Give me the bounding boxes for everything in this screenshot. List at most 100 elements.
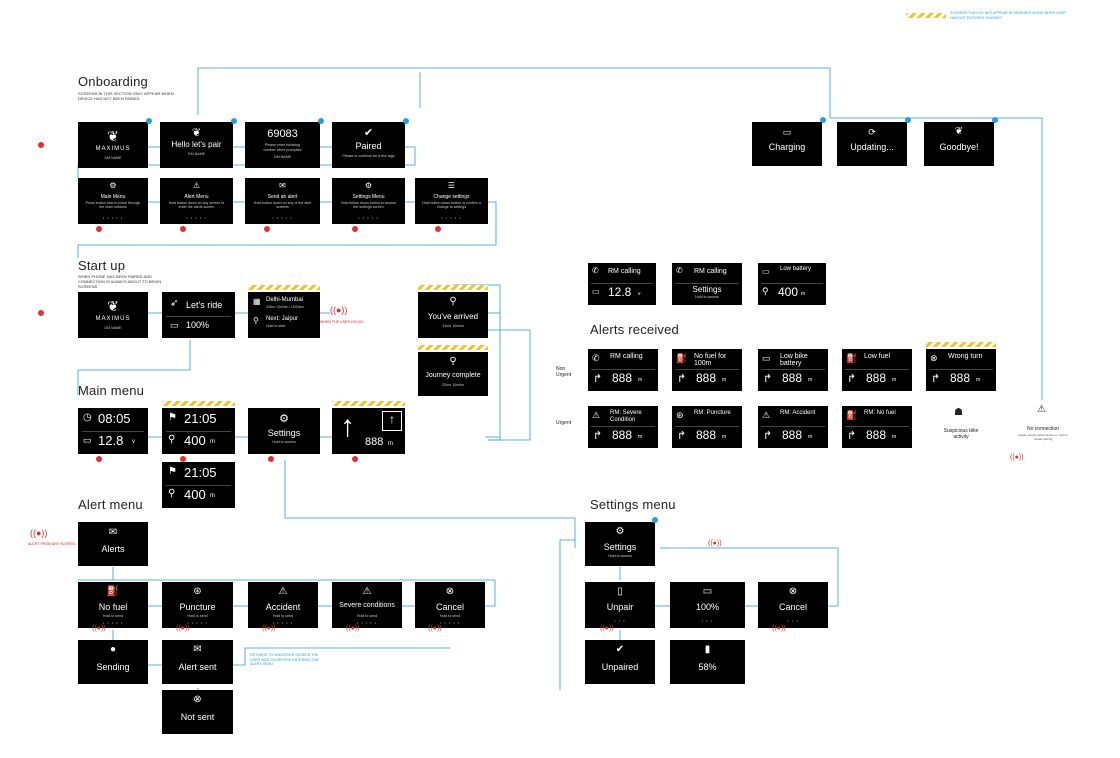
pin-icon: ⚲ bbox=[168, 434, 176, 445]
screen-alerts[interactable]: ✉ Alerts bbox=[78, 522, 148, 566]
alert-item-cancel[interactable]: ⊗ Cancel Hold to send • • • • • bbox=[415, 582, 485, 628]
pager-dots: • • • • • bbox=[272, 620, 294, 625]
screen-arrived[interactable]: ⚲ You've arrived 31hrs 10mins bbox=[418, 292, 488, 338]
alert-dist: 888 bbox=[950, 371, 971, 385]
screen-call-settings[interactable]: ✆ RM calling Settings Hold to access bbox=[672, 263, 742, 305]
alert-item-no-fuel[interactable]: ⛽ No fuel Hold to send • • • • • bbox=[78, 582, 148, 628]
screen-tutorial-settings[interactable]: ⚙ Settings Menu Hold button down button … bbox=[332, 178, 405, 224]
dist-unit: m bbox=[801, 291, 806, 297]
screen-nav[interactable]: ⚑ 21:05 ⚲ 400 m bbox=[162, 408, 235, 454]
voltage-unit: v bbox=[638, 291, 641, 297]
logo-icon: ❦ bbox=[191, 127, 202, 139]
screen-turn[interactable]: ↑ ↑ 888 m bbox=[332, 408, 405, 454]
alert-pulse-icon: ((●)) bbox=[262, 625, 276, 632]
screen-call-voltage[interactable]: ✆ RM calling ▭ 12.8 v bbox=[588, 263, 656, 305]
screen-not-sent[interactable]: ⊗ Not sent bbox=[162, 690, 233, 734]
divider bbox=[845, 426, 909, 427]
tutorial-title: Settings Menu bbox=[352, 194, 385, 200]
screen-goodbye[interactable]: ❦ Goodbye! bbox=[924, 122, 994, 166]
turn-unit: m bbox=[388, 441, 393, 447]
screen-sending[interactable]: ● Sending bbox=[78, 640, 148, 684]
pager-dots: • • • • • bbox=[186, 215, 207, 220]
goodbye-label: Goodbye! bbox=[939, 142, 979, 152]
screen-startup-logo[interactable]: ❦ MAXIMUS DM NAME bbox=[78, 292, 148, 338]
screen-low-battery[interactable]: ▭ Low battery ⚲ 400 m bbox=[758, 263, 826, 305]
settings-item-unpair[interactable]: ▯ Unpair • • • bbox=[585, 582, 655, 628]
close-icon: ⊗ bbox=[788, 586, 798, 597]
not-ordered-stripe bbox=[332, 401, 405, 406]
screen-tutorial-main[interactable]: ⚙ Main Menu Press button now to move thr… bbox=[78, 178, 148, 224]
user-action-dot bbox=[268, 456, 274, 462]
arrow-up-icon: ↑ bbox=[340, 410, 355, 443]
alerts-label: Alerts bbox=[101, 544, 125, 554]
screen-route[interactable]: ▦ Delhi-Mumbai 32hrs 10mins • 1533km ⚲ N… bbox=[248, 292, 320, 338]
screen-logo[interactable]: ❦ MAXIMUS DM NAME bbox=[78, 122, 148, 168]
alert-type-icon: ✆ bbox=[592, 353, 600, 363]
alert-dist: 888 bbox=[782, 428, 803, 442]
divider bbox=[929, 369, 993, 370]
screen-nav-alt[interactable]: ⚑ 21:05 ⚲ 400 m bbox=[162, 462, 235, 508]
screen-tutorial-alert[interactable]: ⚠ Alert Menu Hold button down on any scr… bbox=[160, 178, 233, 224]
pager-dots: • • • bbox=[787, 618, 799, 623]
alert-pulse-icon: ((●)) bbox=[428, 625, 442, 632]
screen-code[interactable]: 69083 Please enter following number when… bbox=[245, 122, 320, 168]
screen-settings-entry[interactable]: ⚙ Settings Hold to access bbox=[248, 408, 320, 454]
settings-sub: Hold to access bbox=[608, 554, 632, 558]
not-sent-label: Not sent bbox=[180, 712, 215, 722]
alert-dist: 888 bbox=[612, 371, 633, 385]
divider bbox=[675, 283, 739, 284]
step-dot bbox=[146, 118, 152, 124]
step-dot bbox=[652, 517, 658, 523]
legend-text: SCREENS THAT DO NOT APPEAR IN ORDERED MO… bbox=[950, 11, 1066, 20]
settings-item-battery[interactable]: ▭ 100% • • • bbox=[670, 582, 745, 628]
alert-icon: ⚠ bbox=[192, 181, 201, 190]
pair-title: Hello let's pair bbox=[171, 140, 222, 149]
screen-settings[interactable]: ⚙ Settings Hold to access bbox=[585, 522, 655, 566]
pager-dots: • • • • • bbox=[441, 215, 462, 220]
screen-clock[interactable]: ◷ 08:05 ▭ 12.8 v bbox=[78, 408, 148, 454]
screen-charging[interactable]: ▭ Charging bbox=[752, 122, 822, 166]
battery-icon: ▭ bbox=[170, 320, 179, 330]
screen-paired[interactable]: ✔ Paired Please to continue for a few ta… bbox=[332, 122, 405, 168]
nav-unit: m bbox=[210, 493, 215, 499]
screen-tutorial-change[interactable]: ☰ Change settings Hold button down butto… bbox=[415, 178, 488, 224]
clock-time: 08:05 bbox=[98, 411, 131, 426]
screen-alert-sent[interactable]: ✉ Alert sent bbox=[162, 640, 233, 684]
screen-battery-low[interactable]: ▮ 58% bbox=[670, 640, 745, 684]
screen-journey-complete[interactable]: ⚲ Journey complete 32hrs 10mins bbox=[418, 352, 488, 396]
check-icon: ✔ bbox=[615, 644, 625, 655]
no-connection-sub: please check paired device or hold to re… bbox=[1018, 433, 1068, 441]
tutorial-title: Send an alert bbox=[267, 194, 298, 200]
screen-pair[interactable]: ❦ Hello let's pair DM NAME bbox=[160, 122, 233, 168]
phone-off-icon: ▯ bbox=[617, 586, 623, 597]
settings-item-cancel[interactable]: ⊗ Cancel • • • bbox=[758, 582, 828, 628]
alert-unit: m bbox=[892, 377, 897, 383]
screen-unpaired[interactable]: ✔ Unpaired bbox=[585, 640, 655, 684]
alertmenu-title: Alert menu bbox=[78, 497, 143, 512]
envelope-icon: ✉ bbox=[108, 527, 118, 538]
alert-item-accident[interactable]: ⚠ Accident Hold to send • • • • • bbox=[248, 582, 318, 628]
screen-lets-ride[interactable]: ➶ Let's ride ▭ 100% bbox=[162, 292, 235, 338]
tyre-icon: ⊛ bbox=[193, 586, 202, 597]
charging-label: Charging bbox=[768, 142, 806, 152]
screen-tutorial-send[interactable]: ✉ Send an alert Hold button down on any … bbox=[245, 178, 320, 224]
alert-item-sub: Hold to send bbox=[356, 614, 378, 618]
alert-item-label: No fuel bbox=[98, 602, 128, 612]
screen-updating[interactable]: ⟳ Updating... bbox=[837, 122, 907, 166]
alert-item-label: Cancel bbox=[435, 602, 464, 612]
alert-sent-label: Alert sent bbox=[178, 662, 217, 672]
alert-item-severe[interactable]: ⚠ Severe conditions Hold to send • • • •… bbox=[332, 582, 402, 628]
turn-box-icon: ↑ bbox=[382, 411, 402, 431]
alert-item-puncture[interactable]: ⊛ Puncture Hold to send • • • • • bbox=[162, 582, 233, 628]
settings-sub: Hold to access bbox=[272, 440, 296, 444]
call-label: RM calling bbox=[694, 268, 727, 275]
